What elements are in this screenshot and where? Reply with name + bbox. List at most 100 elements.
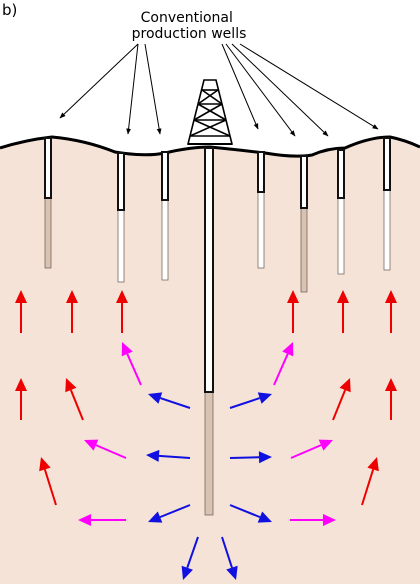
flow-arrow-shaft <box>361 469 375 506</box>
flow-arrow-icon <box>332 378 351 421</box>
pointer-line <box>144 43 162 135</box>
well-screen <box>300 207 308 293</box>
well-screen <box>117 209 125 283</box>
flow-arrow-shaft <box>229 504 261 519</box>
production-well <box>204 147 214 516</box>
flow-arrow-icon <box>148 504 191 523</box>
wells-title: Conventional production wells <box>132 10 247 42</box>
flow-arrow-icon <box>148 392 191 409</box>
production-well <box>257 151 265 269</box>
flow-arrow-icon <box>229 504 272 523</box>
flow-arrow-icon <box>15 290 27 333</box>
well-screen <box>257 191 265 269</box>
flow-arrow-head <box>39 457 51 472</box>
well-casing <box>337 149 345 199</box>
flow-arrow-shaft <box>186 536 199 569</box>
flow-arrow-head <box>318 439 333 451</box>
flow-arrow-icon <box>15 378 27 420</box>
well-casing <box>161 151 169 201</box>
pointer-line <box>231 43 329 137</box>
well-casing <box>300 155 308 209</box>
flow-arrow-head <box>257 511 272 523</box>
flow-arrows-layer <box>15 290 397 580</box>
flow-arrow-shaft <box>43 469 57 506</box>
well-screen <box>44 197 52 269</box>
flow-arrow-icon <box>221 536 238 580</box>
flow-arrow-head <box>121 342 133 357</box>
well-casing <box>44 137 52 199</box>
wells-title-line-1: Conventional <box>141 10 233 26</box>
flow-arrow-head <box>146 449 160 462</box>
flow-arrow-shaft <box>69 389 84 421</box>
flow-arrow-icon <box>39 457 57 506</box>
production-well <box>383 137 391 271</box>
flow-arrow-icon <box>84 439 127 459</box>
flow-arrow-icon <box>361 457 379 506</box>
pointer-line <box>225 43 296 137</box>
wells-layer <box>44 137 391 516</box>
pointer-lines-layer <box>59 43 379 137</box>
flow-arrow-shaft <box>95 444 127 459</box>
ground-surface-line <box>0 135 420 158</box>
well-screen <box>204 391 214 516</box>
flow-arrow-head <box>339 378 351 393</box>
flow-arrow-head <box>287 290 299 303</box>
flow-arrow-shaft <box>229 397 260 409</box>
well-screen <box>383 189 391 271</box>
well-screen <box>161 199 169 281</box>
flow-arrow-icon <box>229 451 272 464</box>
flow-arrow-icon <box>229 392 272 409</box>
pointer-line <box>221 43 259 130</box>
flow-arrow-icon <box>337 290 349 333</box>
panel-label: b) <box>2 1 17 19</box>
flow-arrow-icon <box>290 439 333 459</box>
flow-arrow-head <box>282 342 294 357</box>
flow-arrow-icon <box>287 290 299 333</box>
well-casing <box>257 151 265 193</box>
flow-arrow-head <box>15 290 27 303</box>
flow-arrow-shaft <box>229 456 260 459</box>
flow-arrow-icon <box>146 449 191 462</box>
flow-arrow-shaft <box>332 389 347 421</box>
flow-arrow-head <box>367 457 379 472</box>
production-well <box>300 155 308 293</box>
drilling-rig-icon <box>186 79 234 145</box>
flow-arrow-head <box>66 290 78 303</box>
flow-arrow-shaft <box>221 536 233 568</box>
flow-arrow-head <box>181 565 193 580</box>
flow-arrow-head <box>337 290 349 303</box>
production-well <box>44 137 52 269</box>
production-well <box>161 151 169 281</box>
flow-arrow-head <box>258 451 272 464</box>
flow-arrow-icon <box>273 342 294 386</box>
flow-arrow-head <box>385 290 397 303</box>
flow-arrow-shaft <box>273 353 289 386</box>
flow-arrow-icon <box>290 514 336 526</box>
flow-arrow-head <box>148 511 163 523</box>
flow-arrow-shaft <box>160 397 191 409</box>
production-well <box>117 152 125 283</box>
well-screen <box>337 197 345 275</box>
flow-arrow-head <box>385 378 397 391</box>
flow-arrow-head <box>65 378 77 393</box>
pointer-line <box>126 43 139 135</box>
flow-arrow-head <box>84 439 99 451</box>
flow-arrow-head <box>78 514 91 526</box>
flow-arrow-head <box>15 378 27 391</box>
flow-arrow-icon <box>385 378 397 420</box>
flow-arrow-icon <box>66 290 78 333</box>
flow-arrow-shaft <box>126 353 142 386</box>
flow-arrow-icon <box>121 342 142 386</box>
flow-arrow-icon <box>181 536 199 580</box>
flow-arrow-head <box>323 514 336 526</box>
flow-arrow-icon <box>78 514 126 526</box>
pointer-line <box>239 43 379 130</box>
flow-arrow-icon <box>65 378 84 421</box>
flow-arrow-head <box>257 392 272 404</box>
well-casing <box>117 152 125 211</box>
pointer-line <box>59 43 139 119</box>
wells-title-line-2: production wells <box>132 26 247 42</box>
flow-arrow-shaft <box>290 444 322 459</box>
flow-arrow-head <box>148 392 163 404</box>
